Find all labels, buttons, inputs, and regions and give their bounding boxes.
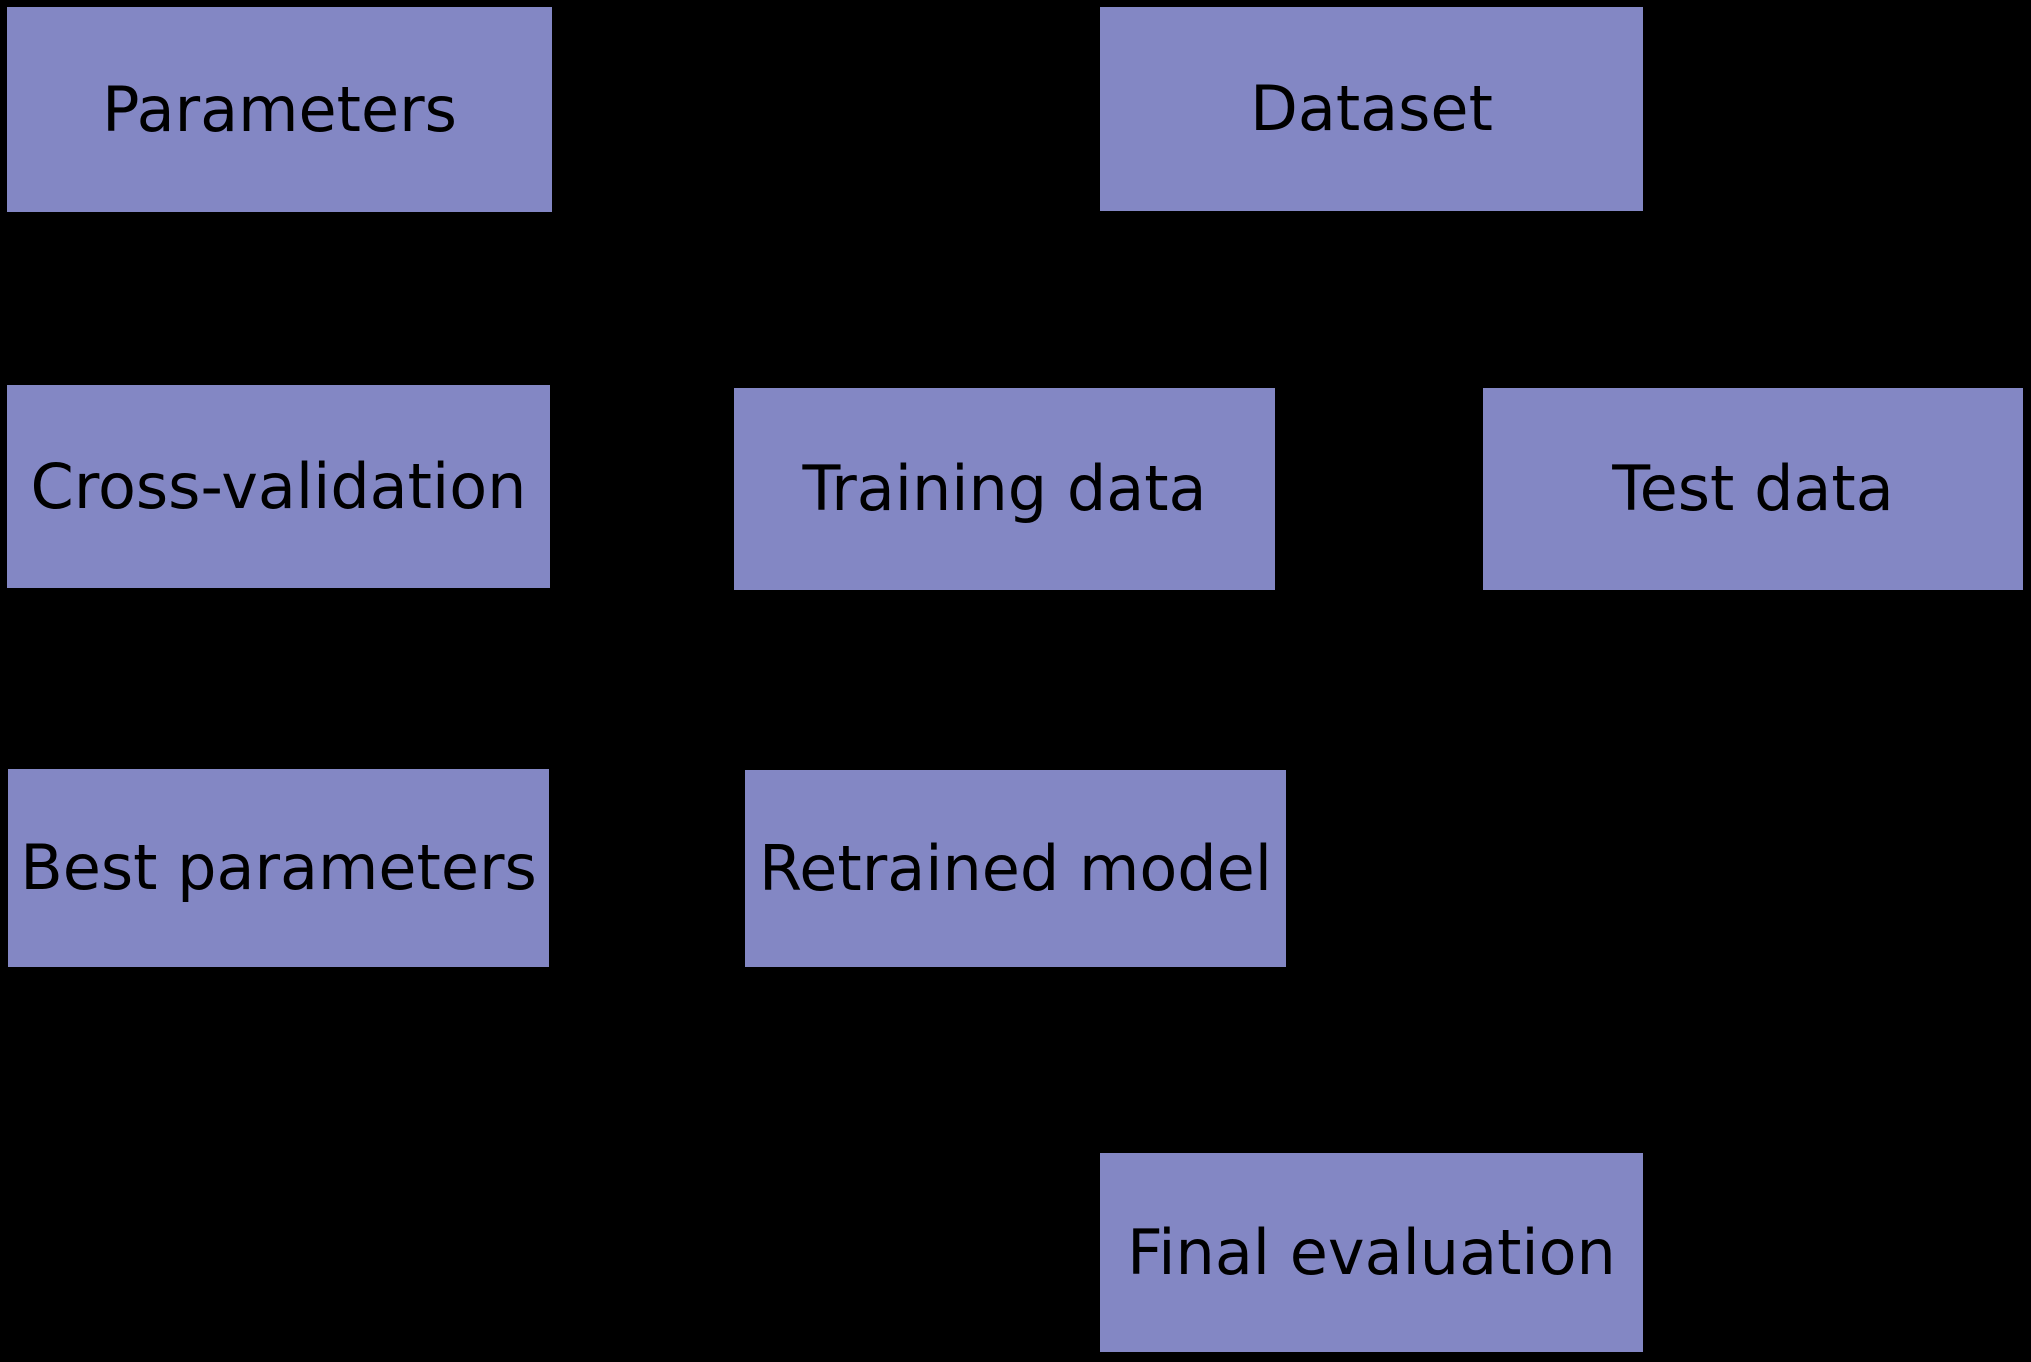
node-label: Retrained model bbox=[758, 831, 1272, 905]
node-final-evaluation[interactable]: Final evaluation bbox=[1100, 1153, 1643, 1352]
node-label: Test data bbox=[1612, 452, 1894, 525]
node-label: Dataset bbox=[1250, 72, 1493, 145]
node-dataset[interactable]: Dataset bbox=[1100, 7, 1643, 211]
node-label: Final evaluation bbox=[1127, 1215, 1616, 1289]
node-cross-validation[interactable]: Cross-validation bbox=[7, 385, 550, 588]
node-parameters[interactable]: Parameters bbox=[7, 7, 552, 212]
node-label: Best parameters bbox=[20, 831, 537, 904]
node-retrained-model[interactable]: Retrained model bbox=[745, 770, 1286, 967]
node-test-data[interactable]: Test data bbox=[1483, 388, 2023, 590]
node-label: Training data bbox=[802, 452, 1207, 525]
node-training-data[interactable]: Training data bbox=[734, 388, 1275, 590]
node-label: Cross-validation bbox=[30, 449, 527, 523]
node-best-parameters[interactable]: Best parameters bbox=[8, 769, 549, 967]
node-label: Parameters bbox=[102, 72, 457, 146]
